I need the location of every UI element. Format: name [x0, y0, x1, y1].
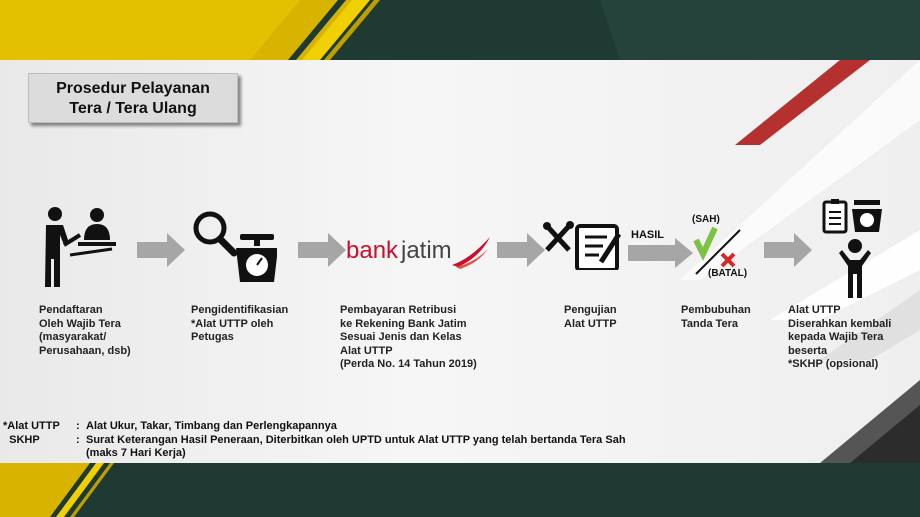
step-4-text: Pengujian Alat UTTP	[564, 304, 617, 330]
top-stripes-decoration	[0, 0, 920, 60]
person-scale-icon	[822, 199, 882, 298]
diagonal-decoration	[680, 60, 920, 463]
page-title-line1: Prosedur Pelayanan	[56, 80, 210, 97]
footnote-separator: :	[76, 420, 80, 432]
page-title-line2: Tera / Tera Ulang	[69, 100, 197, 117]
footnote-row: (maks 7 Hari Kerja)	[3, 447, 626, 461]
footnote-row: *Alat UTTP : Alat Ukur, Takar, Timbang d…	[3, 420, 626, 434]
step-2-text: Pengidentifikasian *Alat UTTP oleh Petug…	[191, 304, 289, 343]
batal-label: (BATAL)	[708, 268, 748, 279]
footnote-key	[3, 447, 76, 461]
bank-jatim-logo: bank jatim	[346, 235, 491, 269]
bottom-band	[0, 463, 920, 517]
hasil-arrow	[628, 238, 693, 268]
bottom-stripes-decoration	[0, 463, 114, 517]
step-1-text: Pendaftaran Oleh Wajib Tera (masyarakat/…	[39, 304, 131, 357]
footnote-key: SKHP	[3, 433, 40, 446]
tools-checklist-icon	[543, 221, 622, 270]
step-5-text: Pembubuhan Tanda Tera	[681, 304, 751, 330]
page-title-box: Prosedur Pelayanan Tera / Tera Ulang	[28, 73, 238, 123]
magnifier-scale-icon	[193, 211, 277, 282]
flow-arrow-5	[764, 233, 812, 267]
bank-logo-part1: bank	[346, 237, 399, 264]
footnote-separator: :	[76, 433, 80, 446]
bank-logo-part2: jatim	[401, 237, 452, 264]
footnote-value: Surat Keterangan Hasil Peneraan, Diterbi…	[86, 433, 626, 446]
footnotes: *Alat UTTP : Alat Ukur, Takar, Timbang d…	[3, 420, 626, 461]
top-band	[0, 0, 920, 60]
content-area: Prosedur Pelayanan Tera / Tera Ulang ban…	[0, 60, 920, 463]
footnote-value: Alat Ukur, Takar, Timbang dan Perlengkap…	[86, 420, 337, 432]
check-cross-icon	[693, 226, 741, 275]
step-3-text: Pembayaran Retribusi ke Rekening Bank Ja…	[340, 304, 477, 370]
registration-icon	[45, 207, 116, 287]
flow-arrow-2	[298, 233, 346, 267]
footnote-value: (maks 7 Hari Kerja)	[86, 447, 186, 459]
bank-swoosh-icon	[452, 237, 490, 269]
sah-label: (SAH)	[692, 214, 720, 225]
hasil-label: HASIL	[631, 229, 664, 241]
step-6-text: Alat UTTP Diserahkan kembali kepada Waji…	[788, 304, 892, 370]
footnote-row: SKHP : Surat Keterangan Hasil Peneraan, …	[3, 433, 626, 448]
footnote-separator	[76, 447, 86, 461]
flow-arrow-3	[497, 233, 545, 267]
footnote-key: *Alat UTTP	[3, 420, 60, 432]
flow-arrow-1	[137, 233, 185, 267]
